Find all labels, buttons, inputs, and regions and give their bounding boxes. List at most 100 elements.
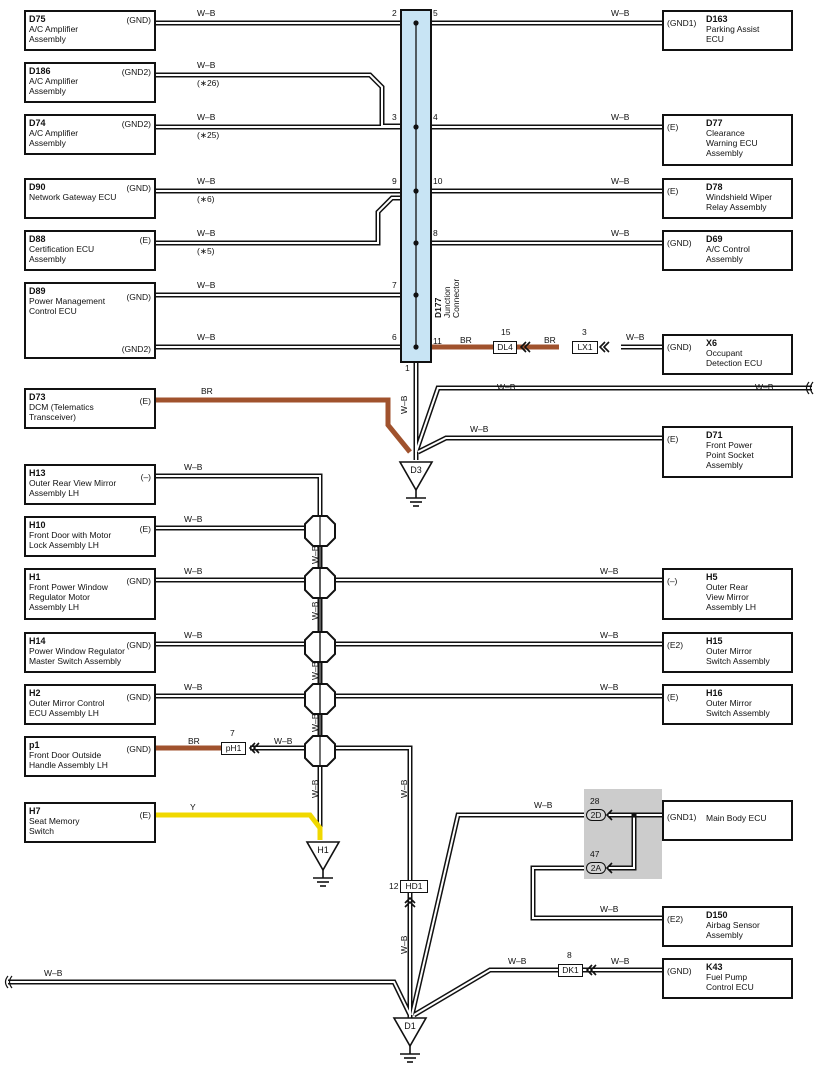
component-code: H13 (29, 468, 46, 478)
connector-pin: 12 (389, 881, 399, 891)
pin-number: 10 (433, 176, 443, 186)
wire-color-label: W–B (310, 545, 320, 564)
terminal-label: (E) (667, 122, 679, 132)
terminal-label: (GND) (126, 744, 151, 754)
connector-pin: 3 (582, 327, 587, 337)
ground-label-d3: D3 (410, 465, 422, 475)
wire-color-label: W–B (310, 661, 320, 680)
component-code: H1 (29, 572, 41, 582)
wire-color-label: W–B (197, 60, 216, 70)
component-d78: D78 Windshield Wiper Relay Assembly (E) (662, 178, 793, 219)
ground-symbols (305, 461, 434, 1063)
wire-color-label: W–B (184, 566, 203, 576)
component-code: D89 (29, 286, 46, 296)
component-name: A/C Amplifier Assembly (29, 128, 79, 148)
terminal-label: (E2) (667, 914, 684, 924)
component-code: D90 (29, 182, 46, 192)
wire-color-label: W–B (197, 112, 216, 122)
component-name: Main Body ECU (706, 813, 767, 823)
wire-color-label: W–B (611, 112, 630, 122)
wire-color-label: W–B (310, 601, 320, 620)
component-name: Clearance Warning ECU Assembly (706, 128, 758, 158)
wire-color-label: W–B (755, 382, 774, 392)
component-d163: D163 Parking Assist ECU (GND1) (662, 10, 793, 51)
component-name: Fuel Pump Control ECU (706, 972, 754, 992)
wire-color-label: W–B (534, 800, 553, 810)
component-name: Network Gateway ECU (29, 192, 117, 202)
wire-color-label: W–B (508, 956, 527, 966)
component-d150: D150 Airbag Sensor Assembly (E2) (662, 906, 793, 947)
wire-color-label: W–B (611, 176, 630, 186)
terminal-label: (GND1) (667, 812, 697, 822)
component-name: A/C Control Assembly (706, 244, 750, 264)
component-p1: p1 Front Door Outside Handle Assembly LH… (24, 736, 156, 777)
component-name: Seat Memory Switch (29, 816, 80, 836)
terminal-label: (E) (667, 692, 679, 702)
component-code: H15 (706, 636, 723, 646)
br-wires (155, 344, 559, 751)
component-d186: D186 A/C Amplifier Assembly (GND2) (24, 62, 156, 103)
wire-color-label: W–B (274, 736, 293, 746)
pin-number: 8 (433, 228, 438, 238)
ground-label-h1: H1 (317, 845, 329, 855)
component-name: Outer Mirror Switch Assembly (706, 698, 770, 718)
component-h13: H13 Outer Rear View Mirror Assembly LH (… (24, 464, 156, 505)
component-name: Front Power Point Socket Assembly (706, 440, 754, 470)
wire-color-label: W–B (626, 332, 645, 342)
wire-color-label: W–B (184, 462, 203, 472)
terminal-label: (GND2) (121, 67, 151, 77)
wire-break-marks (4, 381, 814, 989)
wire-color-label: W–B (611, 228, 630, 238)
connector-lx1: LX1 (572, 341, 598, 354)
pin-number: 6 (392, 332, 397, 342)
component-code: H7 (29, 806, 41, 816)
connector-2a: 2A (586, 862, 606, 874)
connector-2d: 2D (586, 809, 606, 821)
component-d73: D73 DCM (Telematics Transceiver) (E) (24, 388, 156, 429)
component-code: K43 (706, 962, 723, 972)
connector-dk1: DK1 (558, 964, 583, 977)
component-code: D163 (706, 14, 728, 24)
connector-ph1: pH1 (221, 742, 246, 755)
wire-color-label: W–B (197, 176, 216, 186)
component-name: Outer Mirror Switch Assembly (706, 646, 770, 666)
component-code: D73 (29, 392, 46, 402)
terminal-label: (GND) (126, 640, 151, 650)
connector-pin: 8 (567, 950, 572, 960)
terminal-label: (GND) (667, 342, 692, 352)
connector-dl4: DL4 (493, 341, 517, 354)
y-wire (155, 812, 323, 840)
terminal-label: (E) (139, 235, 151, 245)
note-label: (∗26) (197, 78, 220, 88)
component-code: D74 (29, 118, 46, 128)
component-d71: D71 Front Power Point Socket Assembly (E… (662, 426, 793, 478)
component-code: D75 (29, 14, 46, 24)
wire-color-label: W–B (197, 228, 216, 238)
pin-number: 9 (392, 176, 397, 186)
wire-color-label: W–B (197, 280, 216, 290)
component-name: DCM (Telematics Transceiver) (29, 402, 94, 422)
component-code: D77 (706, 118, 723, 128)
terminal-label: (GND1) (667, 18, 697, 28)
component-name: A/C Amplifier Assembly (29, 76, 79, 96)
wire-color-label: W–B (399, 395, 409, 414)
component-d90: D90 Network Gateway ECU (GND) (24, 178, 156, 219)
connector-chevrons (248, 341, 613, 976)
component-name: Front Power Window Regulator Motor Assem… (29, 582, 108, 612)
wire-color-label: BR (460, 335, 472, 345)
terminal-label: (GND) (126, 576, 151, 586)
pin-number: 3 (392, 112, 397, 122)
component-d89: D89 Power Management Control ECU (GND) (… (24, 282, 156, 359)
wire-color-label: W–B (600, 682, 619, 692)
junction-name: Junction Connector (442, 278, 461, 318)
wire-color-label: W–B (310, 779, 320, 798)
component-name: Windshield Wiper Relay Assembly (706, 192, 773, 212)
junction-dots (413, 20, 419, 350)
pin-number: 5 (433, 8, 438, 18)
component-main-body-ecu: Main Body ECU (GND1) (662, 800, 793, 841)
component-code: D150 (706, 910, 728, 920)
connector-pin: 15 (501, 327, 511, 337)
connector-pin: 28 (590, 796, 600, 806)
component-h7: H7 Seat Memory Switch (E) (24, 802, 156, 843)
component-code: H14 (29, 636, 46, 646)
